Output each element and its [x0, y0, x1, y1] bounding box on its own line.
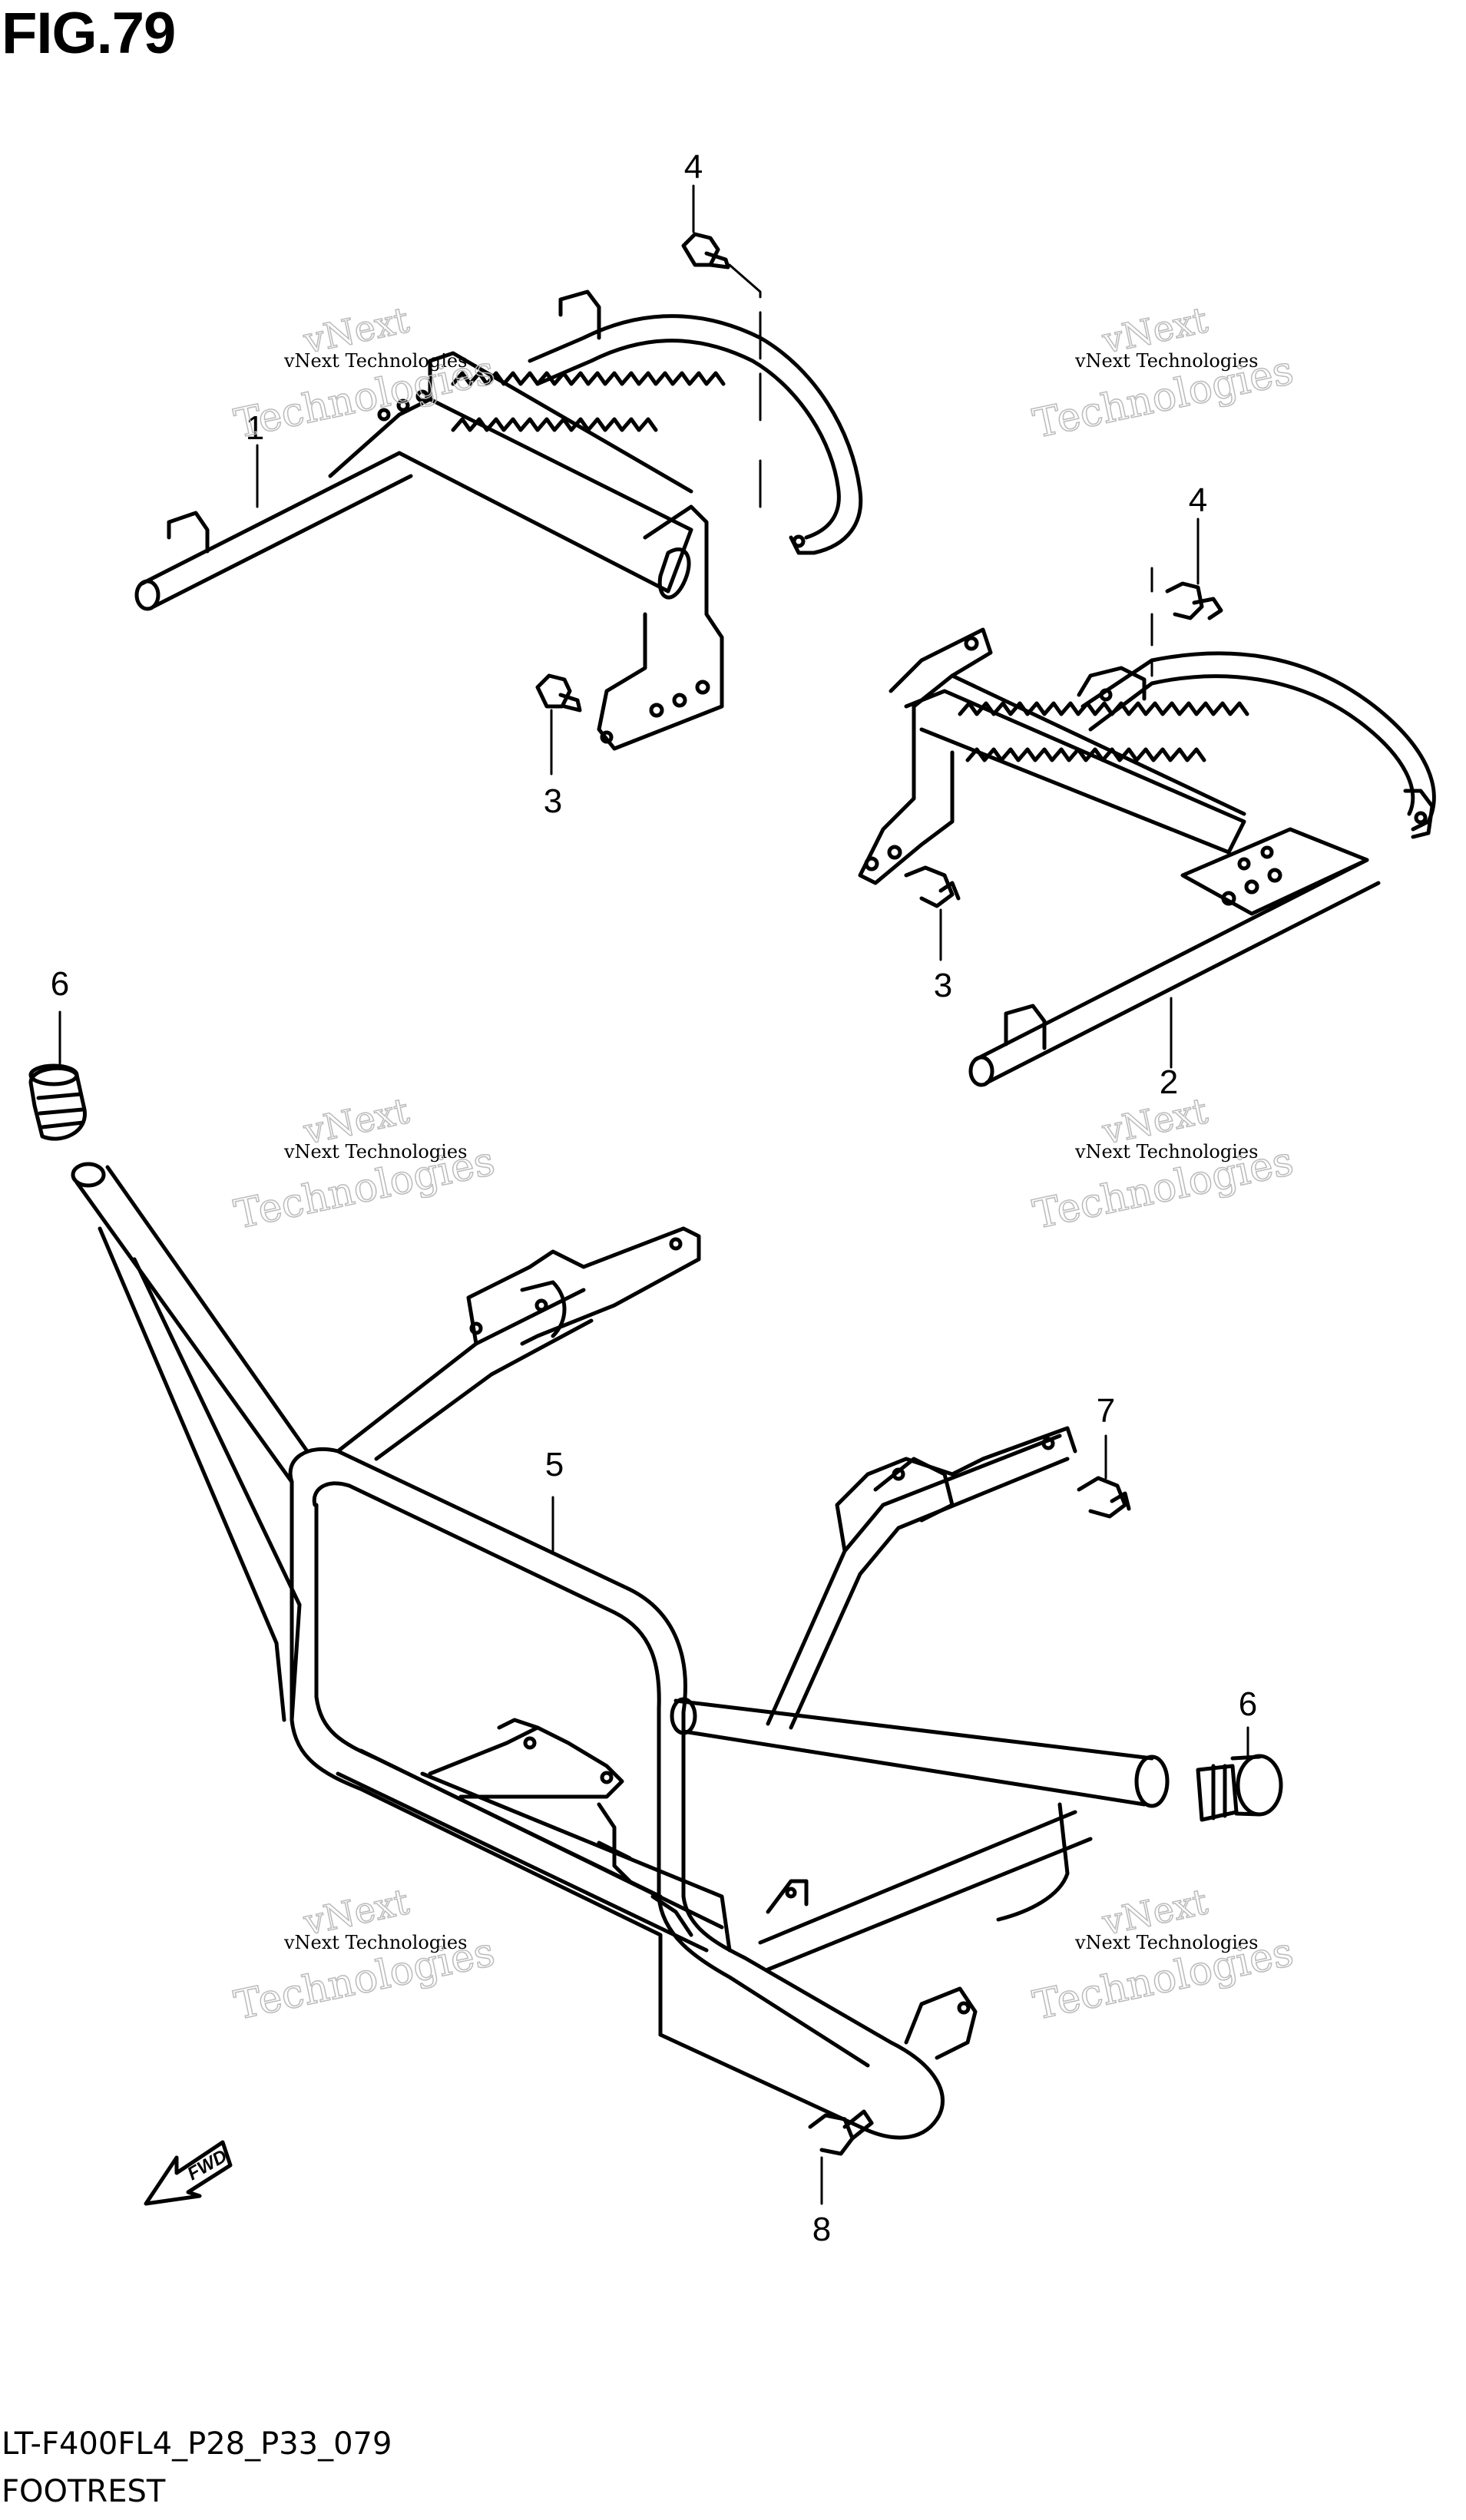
callout-5: 5 [545, 1446, 564, 1483]
bolt-8 [808, 2109, 874, 2156]
watermark-top-right: vNext Technologies vNext Technologies [1028, 298, 1298, 448]
figure-title: FIG.79 [2, 1, 176, 66]
drawing-code: LT-F400FL4_P28_P33_079 [2, 2426, 392, 2462]
svg-text:vNext Technologies: vNext Technologies [283, 350, 467, 372]
grommet-6-left [28, 1063, 87, 1141]
svg-text:vNext Technologies: vNext Technologies [1074, 350, 1258, 372]
svg-text:vNext Technologies: vNext Technologies [1074, 1932, 1258, 1953]
watermark-mid-left: vNext Technologies vNext Technologies [230, 1089, 499, 1239]
callout-4-left: 4 [684, 148, 703, 186]
callout-6-right: 6 [1239, 1685, 1257, 1723]
grommet-6-right [1196, 1754, 1283, 1822]
bolt-7 [1077, 1476, 1131, 1519]
right-footrest-part [858, 627, 1436, 1087]
bolt-3-left [535, 673, 582, 713]
bolt-4-left [681, 232, 730, 270]
main-footrest-frame [71, 1162, 1170, 2140]
callout-4-right: 4 [1189, 481, 1207, 519]
callout-3-left: 3 [544, 782, 562, 820]
svg-text:vNext Technologies: vNext Technologies [283, 1932, 467, 1953]
bolt-3-right [904, 865, 961, 908]
watermark-bottom-left: vNext Technologies vNext Technologies [230, 1880, 499, 2029]
leader-lines [58, 184, 1249, 2205]
callout-2: 2 [1160, 1063, 1178, 1101]
svg-text:vNext Technologies: vNext Technologies [283, 1141, 467, 1162]
callout-3-right: 3 [934, 967, 952, 1004]
callout-8: 8 [812, 2211, 831, 2248]
svg-text:vNext Technologies: vNext Technologies [1074, 1141, 1258, 1162]
left-footrest-part [134, 289, 863, 751]
bolt-4-right [1165, 581, 1223, 620]
watermark-mid-right: vNext Technologies vNext Technologies [1028, 1089, 1298, 1239]
callout-6-left: 6 [51, 965, 69, 1003]
drawing-name: FOOTREST [2, 2474, 166, 2509]
callout-1: 1 [246, 409, 264, 447]
watermark-bottom-right: vNext Technologies vNext Technologies [1028, 1880, 1298, 2029]
fwd-arrow-icon [144, 2140, 233, 2206]
callout-7: 7 [1097, 1392, 1115, 1430]
